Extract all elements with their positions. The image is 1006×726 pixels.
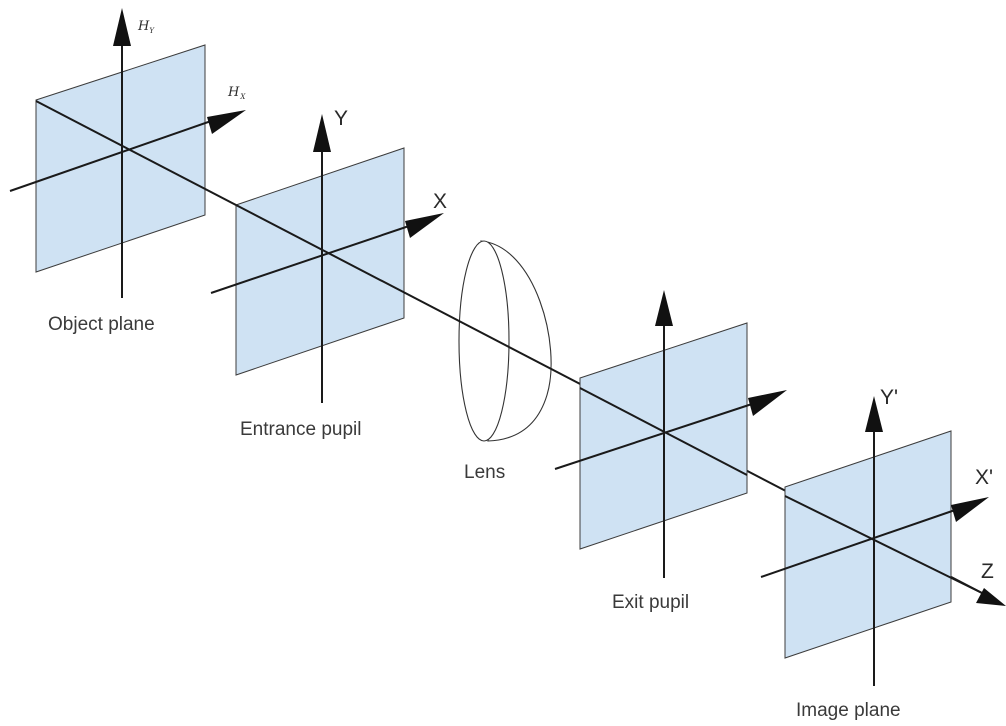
- image-y-arrowhead: [865, 396, 883, 432]
- exit-y-arrowhead: [655, 290, 673, 326]
- image-y-label: Y': [880, 386, 898, 409]
- lens-group: Lens: [458, 240, 552, 483]
- hx-arrowhead: [207, 110, 246, 134]
- image-x-label: X': [975, 466, 993, 489]
- optical-axis-image-segment: [784, 495, 983, 594]
- image-plane-group: Y' X' Z Image plane: [760, 386, 1006, 721]
- object-plane-group: HY HX Object plane: [9, 8, 246, 335]
- entrance-pupil-group: Y X Entrance pupil: [210, 107, 447, 440]
- hx-label: HX: [227, 85, 246, 101]
- image-plane: [784, 430, 952, 659]
- y-arrowhead: [313, 114, 331, 152]
- z-label: Z: [981, 560, 994, 583]
- hy-arrowhead: [113, 8, 131, 46]
- object-plane: [35, 44, 206, 273]
- entrance-pupil-caption: Entrance pupil: [240, 419, 361, 440]
- hy-label: HY: [137, 19, 155, 35]
- exit-pupil-group: Exit pupil: [554, 290, 787, 613]
- lens-flat-face: [458, 240, 510, 442]
- entrance-x-label: X: [433, 190, 447, 213]
- image-plane-caption: Image plane: [796, 700, 901, 721]
- exit-x-arrowhead: [748, 390, 787, 416]
- entrance-pupil-horizontal-axis: [210, 224, 413, 294]
- image-x-arrowhead: [951, 497, 989, 522]
- object-plane-caption: Object plane: [48, 314, 155, 335]
- x-arrowhead: [405, 213, 444, 238]
- entrance-pupil-plane: [235, 147, 405, 376]
- entrance-y-label: Y: [334, 107, 348, 130]
- image-plane-horizontal-axis: [760, 508, 959, 578]
- exit-pupil-horizontal-axis: [554, 402, 756, 470]
- object-plane-horizontal-axis: [9, 119, 215, 192]
- z-arrowhead: [976, 588, 1006, 606]
- exit-pupil-caption: Exit pupil: [612, 592, 689, 613]
- lens-caption: Lens: [464, 462, 505, 483]
